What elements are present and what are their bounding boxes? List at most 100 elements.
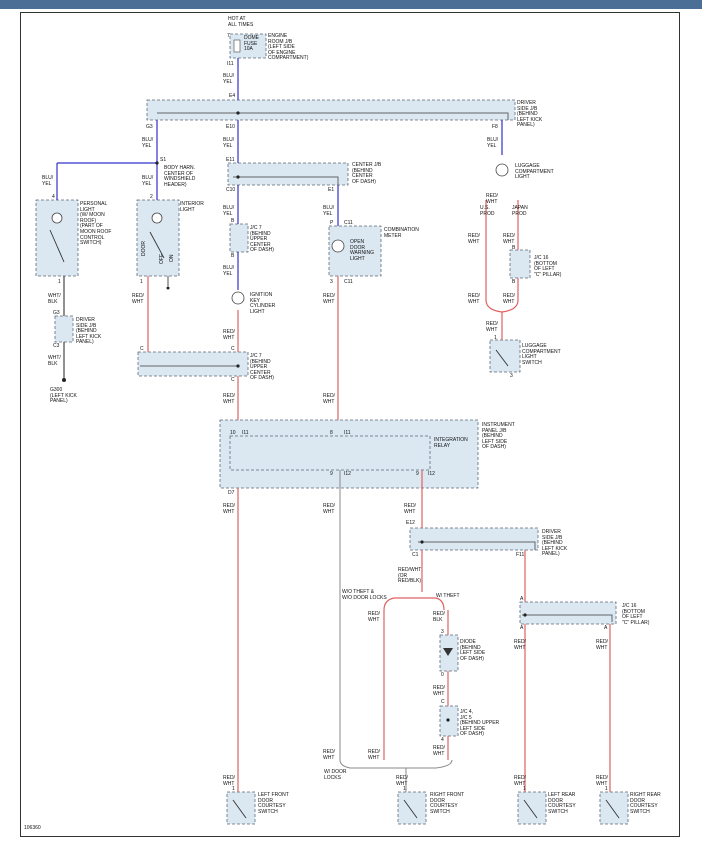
pin-label: I12 (344, 471, 351, 477)
pin-label: 7 (227, 33, 230, 39)
jc16-mid-label: J/C 16 (BOTTOM OF LEFT "C" PILLAR) (622, 603, 650, 626)
wire-door-locks (339, 470, 453, 792)
pin-label: 4 (52, 194, 55, 200)
pin-label: I12 (428, 471, 435, 477)
luggage-switch-label: LUGGAGE COMPARTMENT LIGHT SWITCH (522, 343, 561, 366)
pin-label: 1 (140, 279, 143, 285)
jc7-lower-box (137, 351, 249, 377)
wire-label-20: RED/ WHT (468, 293, 480, 305)
open-door-lamp-icon (331, 239, 345, 253)
interior-light-lamp-icon (151, 212, 163, 224)
center-jb-label: CENTER J/B (BEHIND CENTER OF DASH) (352, 162, 382, 185)
pin-label: C11 (344, 279, 353, 285)
pin-label: E1 (328, 187, 335, 193)
wire-label-5: BLU/ YEL (223, 137, 235, 149)
pin-label: I11 (242, 430, 249, 436)
pin-label: G3 (53, 310, 60, 316)
pin-label: P (330, 220, 334, 226)
integration-relay-box (229, 435, 431, 471)
rf-switch-icon (403, 799, 418, 819)
personal-light-label: PERSONAL LIGHT (W/ MOON ROOF) (PART OF M… (80, 201, 112, 247)
wire-label-6: BLU/ YEL (223, 205, 235, 217)
pin-label: 1 (605, 786, 608, 792)
wo-theft-label: W/O THEFT & W/O DOOR LOCKS (342, 589, 387, 601)
pin-label: C10 (226, 187, 236, 193)
red-wht-or-label: RED/WHT (OR RED/BLK) (398, 567, 422, 585)
pin-label: B (231, 218, 235, 224)
wire-c1-split (383, 550, 445, 611)
jc16-top-label: J/C 16 (BOTTOM OF LEFT "C" PILLAR) (534, 255, 562, 278)
fuse-location-label: ENGINE ROOM J/B (LEFT SIDE OF ENGINE COM… (268, 33, 309, 62)
wire-label-23: RED/ WHT (223, 503, 235, 515)
wire-label-27: RED/ BLK (433, 611, 445, 623)
splice-jc4 (446, 718, 450, 722)
wire-label-30: RED/ WHT (368, 749, 380, 761)
ignition-key-light-label: IGNITION KEY CYLINDER LIGHT (250, 292, 276, 315)
wire-label-4: BLU/ YEL (142, 175, 154, 187)
integration-relay-label: INTEGRATION RELAY (434, 437, 468, 449)
pin-label: I11 (227, 61, 234, 67)
ground-interior (166, 276, 170, 290)
pin-label: E11 (226, 157, 235, 163)
pin-label: B (231, 253, 235, 259)
w-door-locks-label: W/ DOOR LOCKS (324, 769, 347, 781)
driver-side-jb-top (146, 99, 516, 121)
jc16-mid-bus (522, 614, 613, 622)
personal-light-box (35, 199, 79, 277)
pin-label: 2 (150, 194, 153, 200)
pin-label: C (140, 346, 144, 352)
pin-label: 3 (330, 279, 333, 285)
wire-label-11: WHT/ BLK (48, 355, 61, 367)
lr-switch-icon (523, 799, 538, 819)
lf-switch-label: LEFT FRONT DOOR COURTESY SWITCH (258, 792, 289, 815)
wire-label-14: RED/ WHT (223, 393, 235, 405)
diode-icon (443, 648, 453, 656)
header-bar (0, 0, 702, 9)
pin-label: A (520, 596, 524, 602)
wire-label-3: BLU/ YEL (42, 175, 54, 187)
wire-label-10: WHT/ BLK (48, 293, 61, 305)
pin-label: F11 (516, 552, 525, 558)
splice-jc7 (236, 364, 240, 368)
splice-center (236, 175, 240, 179)
wire-label-32: RED/ WHT (396, 775, 408, 787)
driver-jb-top-label: DRIVER SIDE J/B (BEHIND LEFT KICK PANEL) (517, 100, 543, 129)
lr-switch-label: LEFT REAR DOOR COURTESY SWITCH (548, 792, 576, 815)
personal-switch-icon (49, 229, 65, 263)
pin-label: 1 (523, 786, 526, 792)
pin-label: F8 (492, 124, 498, 130)
pin-label: G3 (146, 124, 153, 130)
pin-label: 1 (58, 279, 61, 285)
luggage-switch-icon (495, 349, 509, 367)
pin-label: 0 (441, 672, 444, 678)
combination-meter-label: COMBINATION METER (384, 227, 419, 239)
wire-label-16: RED/ WHT (323, 393, 335, 405)
pin-label: 1 (494, 335, 497, 341)
fuse-label: DOME FUSE 10A (244, 35, 259, 53)
jc7-upper-label: J/C 7 (BEHIND UPPER CENTER OF DASH) (250, 225, 274, 254)
pin-label: E10 (226, 124, 235, 130)
driver-jb-small-label: DRIVER SIDE J/B (BEHIND LEFT KICK PANEL) (76, 317, 102, 346)
center-jb-bus (233, 176, 339, 186)
ground-symbol (62, 378, 66, 382)
japan-prod-label: JAPAN PROD (512, 205, 528, 217)
wire-label-35: RED/ WHT (514, 775, 526, 787)
wire-luggage-us (485, 200, 519, 313)
body-harn-label: BODY HARN. CENTER OF WINDSHIELD HEADER) (164, 165, 196, 188)
wire-label-8: BLU/ YEL (323, 205, 335, 217)
pin-label: 8 (330, 430, 333, 436)
lf-switch-icon (232, 799, 247, 819)
ignition-light-lamp-icon (231, 291, 245, 305)
wire-label-18: RED/ WHT (468, 233, 480, 245)
splice-s1 (155, 161, 159, 165)
wire-label-36: RED/ WHT (596, 639, 608, 651)
wire-label-33: RED/ WHT (223, 775, 235, 787)
lf-switch-box (226, 791, 256, 825)
wire-label-28: RED/ WHT (433, 685, 445, 697)
pin-label: 3 (441, 629, 444, 635)
splice-jc16 (523, 613, 527, 617)
interior-light-box (136, 199, 180, 277)
pin-label: C1 (412, 552, 419, 558)
pin-label: C (231, 346, 235, 352)
